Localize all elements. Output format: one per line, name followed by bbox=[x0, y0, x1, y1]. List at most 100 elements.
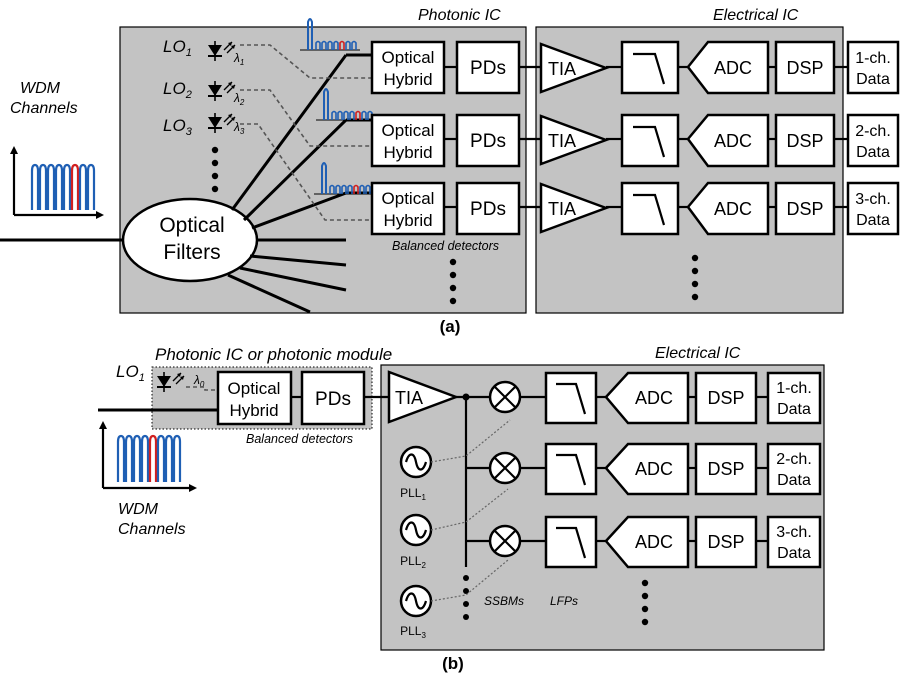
tia-label: TIA bbox=[548, 131, 576, 151]
dsp-block bbox=[694, 515, 758, 569]
ripple bbox=[353, 184, 359, 194]
output-3-label-1: 3-ch. bbox=[776, 524, 812, 541]
wdm-spectrum-icon-b bbox=[99, 421, 197, 492]
pds-label: PDs bbox=[315, 389, 351, 410]
channel-peak bbox=[70, 163, 80, 210]
output-3-label-2: Data bbox=[777, 545, 811, 562]
continuation-dots bbox=[449, 254, 699, 305]
lo-dashed-paths bbox=[240, 44, 372, 221]
row-a-1: Optical Hybrid PDs TIA ADC DSP 1-ch. Dat… bbox=[370, 40, 900, 95]
lowpass-filter-block bbox=[544, 371, 598, 425]
adc-label: ADC bbox=[714, 199, 752, 219]
lo-lasers: LO1 LO2 LO3 λ1 λ2 λ3 bbox=[163, 37, 245, 193]
dsp-block bbox=[694, 371, 758, 425]
electrical-ic-title: Electrical IC bbox=[713, 7, 799, 24]
output-2-block-b bbox=[766, 442, 822, 496]
channel-peak bbox=[156, 434, 166, 482]
output-1-block bbox=[846, 40, 900, 95]
channel-peak bbox=[86, 163, 96, 210]
pll-2: PLL2 bbox=[399, 488, 509, 570]
ripple bbox=[365, 184, 371, 194]
pds-label: PDs bbox=[470, 199, 506, 220]
optical-hybrid-block bbox=[370, 181, 446, 236]
output-2-label-2: Data bbox=[777, 472, 811, 489]
lambda2-label: λ2 bbox=[233, 91, 245, 107]
ripple bbox=[329, 184, 335, 194]
lo-dashed-path-b bbox=[186, 386, 218, 391]
electrical-ic-region-b bbox=[380, 364, 825, 651]
optical-hybrid-label-1: Optical bbox=[382, 121, 435, 140]
tia-block bbox=[539, 42, 610, 94]
output-1-label-1: 1-ch. bbox=[855, 50, 891, 67]
photonic-module-title: Photonic IC or photonic module bbox=[155, 345, 392, 364]
dsp-label: DSP bbox=[786, 199, 823, 219]
row-b-2: ADC DSP 2-ch. Data bbox=[488, 442, 822, 496]
tia-block bbox=[387, 370, 460, 424]
photonic-ic-title: Photonic IC bbox=[418, 7, 501, 24]
ripple bbox=[343, 110, 349, 120]
channel-peak bbox=[124, 434, 134, 482]
adc-block bbox=[686, 181, 770, 236]
output-3-label-2: Data bbox=[856, 212, 890, 229]
adc-label: ADC bbox=[714, 131, 752, 151]
ssbms-label: SSBMs bbox=[484, 594, 524, 608]
ripple bbox=[349, 110, 355, 120]
lowpass-filter-block bbox=[544, 442, 598, 496]
ripple bbox=[333, 40, 339, 50]
optical-hybrid-label-1: Optical bbox=[382, 48, 435, 67]
laser-diode-icon bbox=[208, 113, 236, 133]
ripple bbox=[337, 110, 343, 120]
adc-label: ADC bbox=[635, 459, 673, 479]
lfps-label: LFPs bbox=[550, 594, 578, 608]
electrical-ic-title-b: Electrical IC bbox=[655, 345, 741, 362]
dsp-label: DSP bbox=[707, 459, 744, 479]
ripple bbox=[347, 184, 353, 194]
peak bbox=[321, 162, 327, 194]
dsp-block bbox=[774, 40, 836, 95]
filter-outputs bbox=[227, 53, 372, 314]
output-1-label-2: Data bbox=[777, 401, 811, 418]
tia-label: TIA bbox=[548, 59, 576, 79]
pds-label: PDs bbox=[470, 131, 506, 152]
dsp-block bbox=[694, 442, 758, 496]
tia-block bbox=[539, 182, 610, 234]
channel-peak bbox=[38, 163, 48, 210]
ripple bbox=[331, 110, 337, 120]
pds-block bbox=[455, 113, 521, 168]
optical-hybrid-label-1: Optical bbox=[382, 189, 435, 208]
output-1-label-1: 1-ch. bbox=[776, 380, 812, 397]
lo3-label: LO3 bbox=[163, 116, 193, 138]
laser-diode-icon bbox=[157, 372, 185, 392]
channel-peak bbox=[54, 163, 64, 210]
optical-filters-label-2: Filters bbox=[163, 241, 220, 264]
ripple bbox=[315, 40, 321, 50]
ripple bbox=[351, 40, 357, 50]
lo2-label: LO2 bbox=[163, 79, 192, 101]
dsp-label: DSP bbox=[786, 58, 823, 78]
lowpass-filter-block bbox=[620, 181, 680, 236]
dsp-block bbox=[774, 181, 836, 236]
ripple bbox=[359, 184, 365, 194]
caption-b: (b) bbox=[442, 654, 464, 673]
ripple bbox=[339, 40, 345, 50]
lowpass-filter-block bbox=[544, 515, 598, 569]
channel-peak bbox=[140, 434, 150, 482]
tia-label: TIA bbox=[548, 199, 576, 219]
tia-block bbox=[539, 114, 610, 166]
output-1-block-b bbox=[766, 371, 822, 425]
channel-peak bbox=[172, 434, 182, 482]
output-2-label-1: 2-ch. bbox=[776, 451, 812, 468]
filtered-spectrum-1-icon bbox=[300, 18, 360, 51]
panel-a: Photonic IC Electrical IC WDM Channels O… bbox=[0, 7, 900, 336]
peak bbox=[323, 88, 329, 120]
pll2-label: PLL2 bbox=[400, 554, 426, 570]
output-1-label-2: Data bbox=[856, 71, 890, 88]
ripple bbox=[341, 184, 347, 194]
peak bbox=[307, 18, 313, 50]
ripple bbox=[361, 110, 367, 120]
channel-peak bbox=[30, 163, 40, 210]
channel-peak bbox=[46, 163, 56, 210]
output-2-block bbox=[846, 113, 900, 168]
lo1-label-b: LO1 bbox=[116, 362, 145, 384]
